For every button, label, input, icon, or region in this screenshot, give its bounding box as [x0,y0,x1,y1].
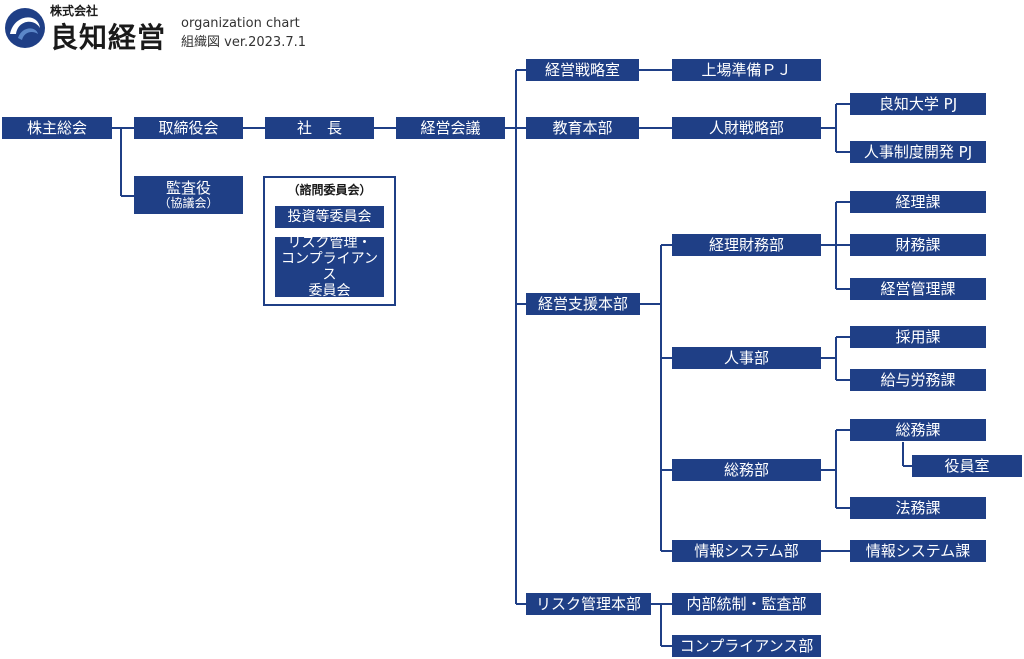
box-accounting-sec: 経理課 [850,191,986,213]
box-compliance-dept: コンプライアンス部 [672,635,821,657]
committee-title: （諮問委員会） [287,183,372,197]
box-auditor: 監査役 （協議会） [134,176,243,214]
risk-committee-line2: コンプライアンス [280,250,379,283]
box-listing-pj: 上場準備ＰＪ [672,59,821,81]
box-support-hq: 経営支援本部 [526,293,640,315]
company-name: 良知経営 [50,21,167,54]
chart-label: organization chart [181,16,300,31]
box-payroll-sec: 給与労務課 [850,369,986,391]
box-officer-room: 役員室 [912,455,1022,477]
box-general-sec: 総務課 [850,419,986,441]
box-is-sec: 情報システム課 [850,540,986,562]
advisory-committee-group: （諮問委員会） 投資等委員会 リスク管理・ コンプライアンス 委員会 [263,176,396,306]
box-hr-dept: 人事部 [672,347,821,369]
box-finance-dept: 経理財務部 [672,234,821,256]
box-internal-audit: 内部統制・監査部 [672,593,821,615]
logo-swirl-icon [5,8,45,48]
box-general-dept: 総務部 [672,459,821,481]
box-investment-committee: 投資等委員会 [275,206,384,228]
auditor-label: 監査役 [165,179,211,198]
box-board: 取締役会 [134,117,243,139]
box-is-dept: 情報システム部 [672,540,821,562]
box-legal-sec: 法務課 [850,497,986,519]
box-hr-strategy: 人財戦略部 [672,117,821,139]
box-education-hq: 教育本部 [526,117,639,139]
company-logo: 株式会社 良知経営 [4,2,244,54]
box-mgmt-acct-sec: 経営管理課 [850,278,986,300]
box-shareholders: 株主総会 [2,117,112,139]
company-prefix: 株式会社 [50,4,99,18]
risk-committee-line3: 委員会 [308,283,351,300]
box-hr-system-pj: 人事制度開発 PJ [850,141,986,163]
box-ryochi-univ-pj: 良知大学 PJ [850,93,986,115]
box-management-meeting: 経営会議 [396,117,505,139]
risk-committee-line1: リスク管理・ [287,234,372,251]
box-risk-committee: リスク管理・ コンプライアンス 委員会 [275,234,384,300]
box-president: 社 長 [265,117,374,139]
box-strategy-office: 経営戦略室 [526,59,639,81]
box-recruit-sec: 採用課 [850,326,986,348]
box-risk-hq: リスク管理本部 [526,593,651,615]
chart-version: 組織図 ver.2023.7.1 [181,35,306,50]
box-finance-sec: 財務課 [850,234,986,256]
auditor-sub-label: （協議会） [158,195,219,210]
